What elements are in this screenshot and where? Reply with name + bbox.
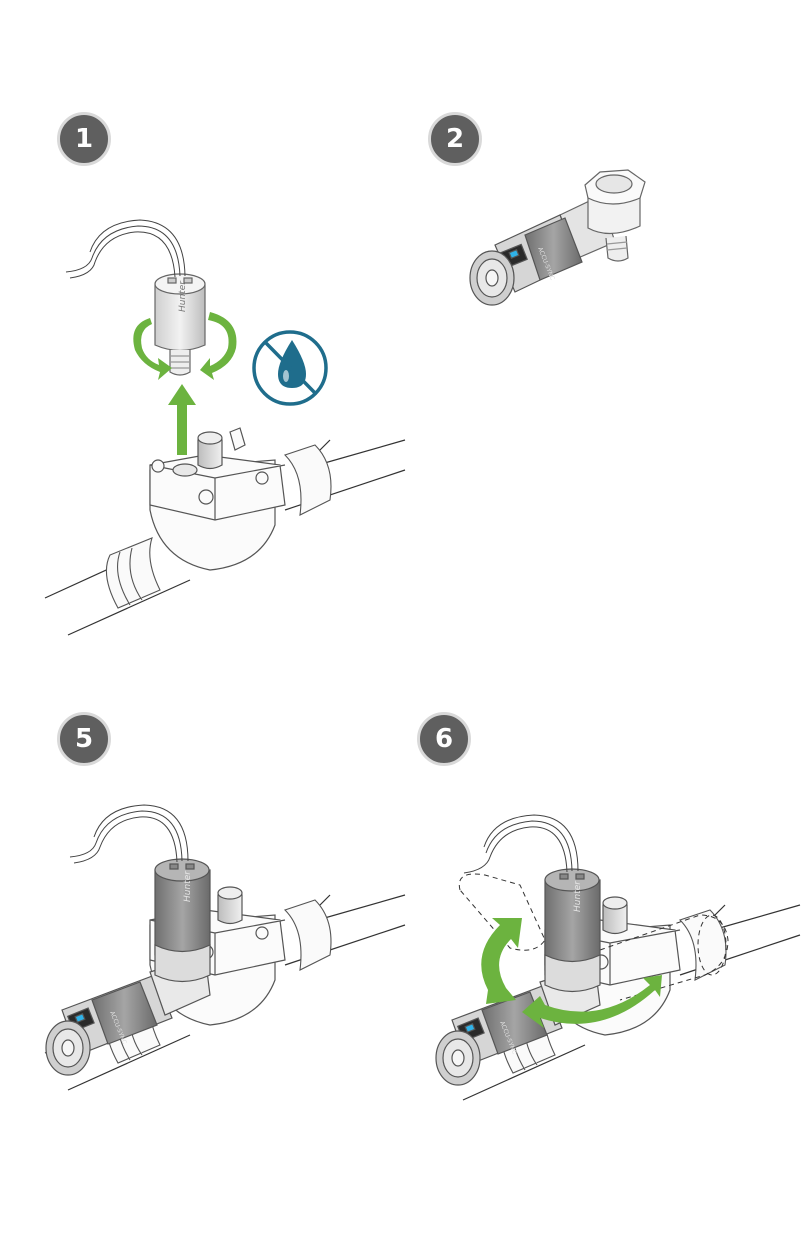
solenoid-logo: Hunter (183, 870, 193, 902)
swivel-arrow-icon (481, 918, 662, 1028)
rotate-arrows-icon (133, 312, 237, 380)
valve-body (149, 427, 286, 571)
solenoid: Hunter (154, 273, 206, 376)
alternate-position-outline (458, 873, 729, 1001)
regulator-body: ACCU-SYNC (494, 214, 583, 293)
panel-6-illustration: ACCU-SYNC Hunter (435, 814, 801, 1101)
solenoid-wires (65, 219, 186, 279)
step-2-badge: 2 (428, 112, 482, 166)
solenoid-logo: Hunter (178, 280, 188, 312)
up-arrow-icon (168, 384, 196, 455)
panel-2-illustration: ACCU-SYNC (469, 169, 646, 306)
no-water-icon (252, 330, 328, 406)
step-6-badge: 6 (417, 712, 471, 766)
solenoid: Hunter (154, 858, 211, 983)
solenoid-logo: Hunter (573, 880, 583, 912)
panel-5-illustration: ACCU-SYNC Hunter (44, 804, 406, 1091)
pipe-coupling (105, 444, 332, 609)
solenoid-wires (463, 814, 579, 874)
step-1-badge: 1 (57, 112, 111, 166)
regulator-cap (469, 250, 515, 306)
panel-1-illustration: Hunter (44, 219, 406, 636)
solenoid-wires (69, 804, 189, 864)
step-5-badge: 5 (57, 712, 111, 766)
solenoid: Hunter (544, 868, 601, 993)
